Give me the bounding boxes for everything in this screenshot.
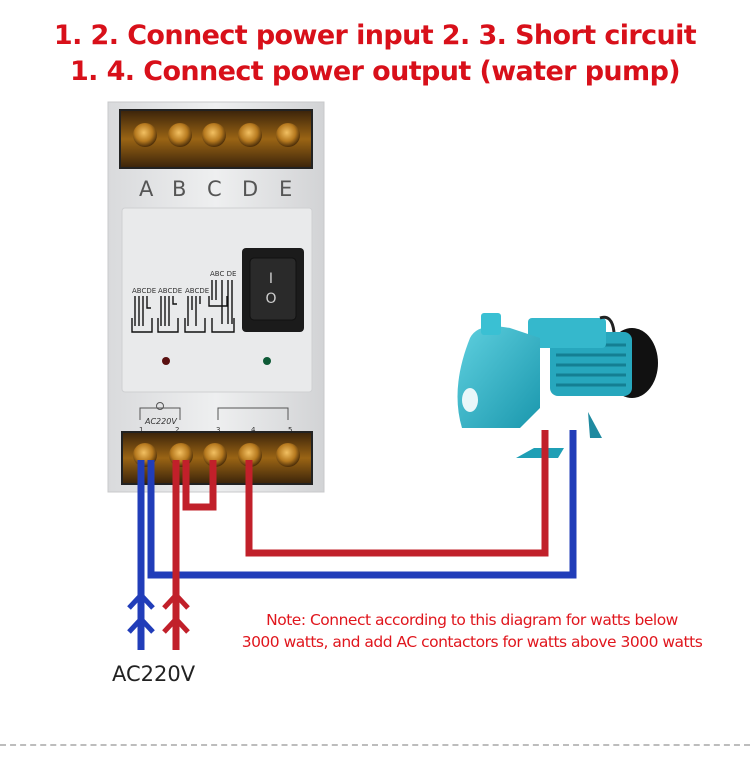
level-diagrams: ABCDE ABCDE ABCDE ABC DE [131, 270, 236, 333]
diagram-header-1: ABCDE [132, 287, 156, 295]
rocker-switch[interactable]: I O [242, 248, 304, 332]
terminal-number-2: 2 [175, 426, 179, 434]
ac-input-label: AC220V [112, 662, 196, 686]
switch-on-symbol: I [269, 271, 273, 287]
live-arrow-icon [162, 591, 190, 634]
terminal-letter-c: C [207, 177, 222, 201]
terminal-number-1: 1 [139, 426, 143, 434]
live-pump-wire [245, 430, 549, 557]
terminal-letter-b: B [172, 177, 186, 201]
note-line-1: Note: Connect according to this diagram … [266, 611, 678, 629]
terminal-letter-e: E [279, 177, 292, 201]
terminal-number-3: 3 [216, 426, 220, 434]
red-indicator-led [162, 357, 170, 365]
top-screws [133, 123, 300, 147]
title-line-2: 1. 4. Connect power output (water pump) [69, 56, 681, 87]
bottom-screw-4 [238, 443, 262, 467]
title-line-1: 1. 2. Connect power input 2. 3. Short ci… [53, 20, 697, 51]
top-screw-e [276, 123, 300, 147]
terminal-number-4: 4 [251, 426, 256, 434]
dashed-divider [0, 744, 750, 746]
top-terminal-block [119, 109, 313, 169]
diagram-header-2: ABCDE [158, 287, 182, 295]
note-line-2: 3000 watts, and add AC contactors for wa… [241, 633, 703, 651]
bottom-terminal-labels: AC220V 1 2 3 4 5 [139, 402, 292, 434]
pump-terminal-box [528, 318, 606, 348]
top-screw-c [202, 123, 226, 147]
top-screw-d [238, 123, 262, 147]
pump-outlet [481, 313, 501, 335]
terminal-number-5: 5 [288, 426, 292, 434]
power-label: AC220V [144, 417, 177, 426]
bottom-screw-3 [203, 443, 227, 467]
switch-off-symbol: O [265, 291, 276, 307]
diagram-header-3: ABCDE [185, 287, 209, 295]
jumper-wire-2-3 [182, 460, 217, 511]
top-screw-a [133, 123, 157, 147]
input-arrows [127, 591, 190, 634]
bottom-terminal-block [121, 431, 313, 485]
diagram-header-4: ABC DE [210, 270, 236, 278]
bottom-screw-5 [276, 443, 300, 467]
wires [137, 430, 577, 650]
green-indicator-led [263, 357, 271, 365]
pump-inlet [462, 388, 478, 412]
controller-module: A B C D E ABCDE ABCDE ABCDE ABC DE I O [107, 101, 325, 493]
water-pump [456, 313, 658, 458]
pump-housing [457, 326, 540, 428]
neutral-arrow-icon [127, 591, 155, 634]
terminal-letter-d: D [242, 177, 258, 201]
top-screw-b [168, 123, 192, 147]
neutral-pump-wire [147, 430, 577, 579]
terminal-letter-a: A [139, 177, 154, 201]
